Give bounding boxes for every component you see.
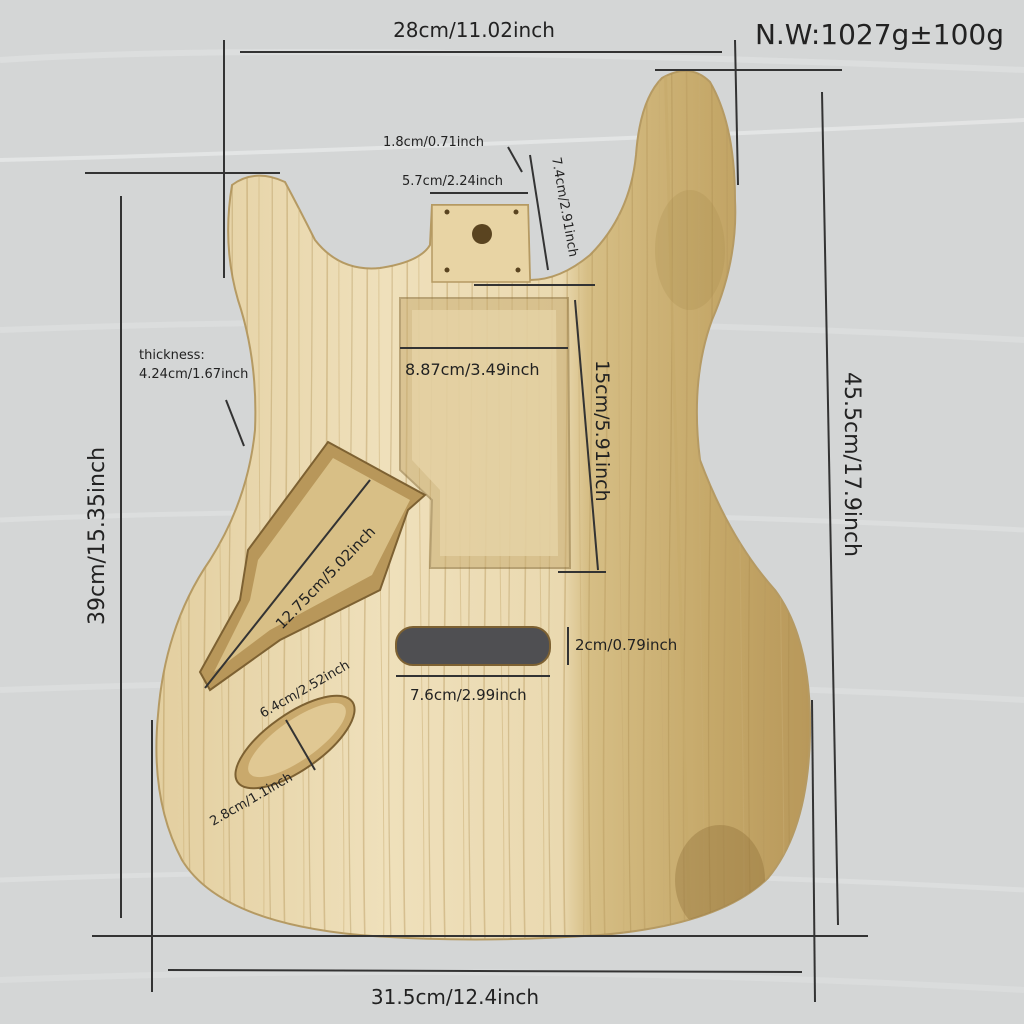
pickup-width-label: 7.6cm/2.99inch — [410, 686, 527, 704]
pickup-route — [395, 626, 551, 666]
top-width-label: 28cm/11.02inch — [393, 18, 555, 42]
total-length-label: 45.5cm/17.9inch — [839, 372, 864, 557]
pickup-height-label: 2cm/0.79inch — [575, 636, 677, 654]
neck-screw-hole — [472, 224, 492, 244]
weight-label: N.W:1027g±100g — [755, 18, 1004, 51]
bottom-width-label: 31.5cm/12.4inch — [371, 985, 539, 1009]
center-cavity — [399, 297, 572, 569]
neck-pocket — [431, 204, 531, 283]
center-cavity-length-label: 15cm/5.91inch — [591, 360, 613, 502]
control-cavity — [198, 440, 427, 692]
neck-depth-small-label: 1.8cm/0.71inch — [383, 135, 484, 150]
dimension-lines — [85, 39, 868, 1003]
thickness-value-label: 4.24cm/1.67inch — [139, 367, 248, 382]
center-cavity-width-label: 8.87cm/3.49inch — [405, 360, 540, 379]
thickness-title-label: thickness: — [139, 348, 205, 363]
neck-pocket-width-label: 5.7cm/2.24inch — [402, 174, 503, 189]
body-length-label: 39cm/15.35inch — [85, 447, 110, 625]
